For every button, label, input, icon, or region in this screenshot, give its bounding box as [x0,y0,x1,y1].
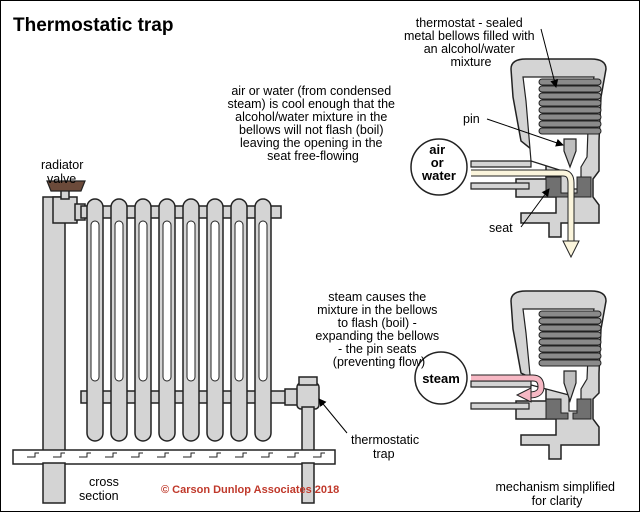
svg-text:steam: steam [422,371,460,386]
floor-joist [105,452,117,458]
air-water-note: air or water (from condensed steam) is c… [228,84,399,163]
bellows-pleat [538,310,602,318]
floor-joist [157,452,169,458]
cross-section-label: cross section [79,475,122,503]
seat-bottom [545,398,569,420]
floor-joist [287,452,299,458]
radiator-column-inner [210,220,220,382]
radiator-column-inner [90,220,100,382]
thermostat-label: thermostat - sealed metal bellows filled… [404,16,538,69]
bellows-pleat [538,92,602,100]
bellows-pleat [538,120,602,128]
bellows-pleat [538,317,602,325]
trap-mechanism-closed [470,290,607,460]
radiator-valve [52,196,78,224]
steam-bubble [414,351,468,405]
seat-label: seat [489,221,513,235]
floor-joist [183,452,195,458]
bellows-pleat [538,345,602,353]
pin-label: pin [463,112,480,126]
diagram-title: Thermostatic trap [13,15,173,36]
mechanism-note: mechanism simplified for clarity [496,480,619,508]
bellows-pleat [538,78,602,86]
bellows-pleat [538,338,602,346]
bellows-bottom [538,310,602,367]
bellows-pleat [538,352,602,360]
svg-text:air or water: air or water [421,142,456,183]
trap-mechanism-open [470,58,607,259]
floor-joist [53,452,65,458]
steam-flow [471,375,544,398]
steam-arrow [515,387,532,403]
bellows-pleat [538,99,602,107]
radiator-column-inner [138,220,148,382]
radiator-column-inner [258,220,268,382]
return-pipe [301,406,315,452]
pin-top [563,138,577,169]
bellows-pleat [538,106,602,114]
floor-joist [261,452,273,458]
floor [12,449,336,465]
bellows-pleat [538,85,602,93]
bellows-top [538,78,602,135]
radiator-column-inner [234,220,244,382]
floor-joist [209,452,221,458]
copyright-notice: © Carson Dunlop Associates 2018 [161,484,339,496]
radiator-valve-label: radiator valve [41,158,87,186]
floor-joist [235,452,247,458]
valve-handle [46,180,86,192]
bellows-pleat [538,331,602,339]
radiator-column-inner [162,220,172,382]
thermostatic-trap-label: thermostatic trap [351,433,423,461]
floor-joist [131,452,143,458]
thermostatic-trap-body [296,382,320,410]
bellows-pleat [538,324,602,332]
bellows-pleat [538,359,602,367]
bellows-pleat [538,127,602,135]
pin-bottom [563,370,577,403]
floor-joist [79,452,91,458]
steam-note: steam causes the mixture in the bellows … [315,290,442,369]
air-water-flow [471,170,574,241]
radiator-column-inner [114,220,124,382]
air-water-bubble [410,138,468,196]
bellows-pleat [538,113,602,121]
radiator-column-inner [186,220,196,382]
floor-joist [313,452,325,458]
flow-arrow-down [562,240,580,259]
floor-joist [27,452,39,458]
radiator-columns [86,198,272,442]
supply-pipe [42,196,66,452]
radiator [12,180,336,504]
